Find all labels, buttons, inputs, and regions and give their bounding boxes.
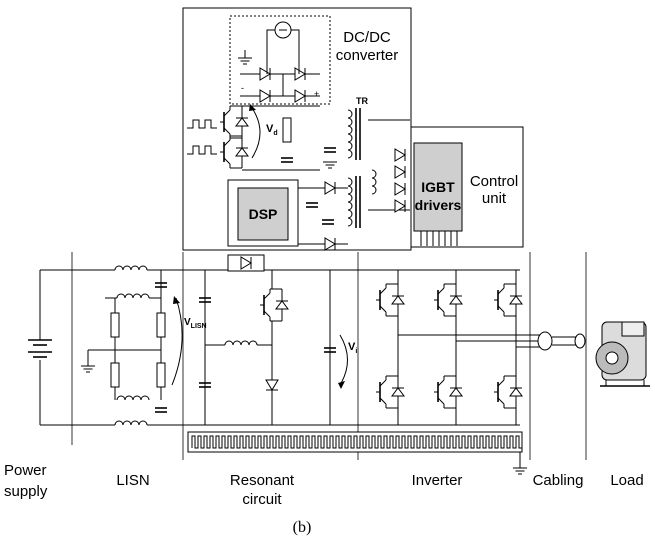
section-label-cabling: Cabling xyxy=(533,472,584,489)
cabling xyxy=(537,331,586,351)
polarity-plus: + xyxy=(314,89,319,99)
section-label-resonant-line2: circuit xyxy=(242,491,282,508)
inverter-circuit xyxy=(375,270,540,425)
section-label-lisn: LISN xyxy=(116,472,149,489)
resonant-circuit: Vi xyxy=(198,254,357,425)
section-label-load: Load xyxy=(610,472,643,489)
dsp-label: DSP xyxy=(249,206,278,222)
section-label-power-line2: supply xyxy=(4,483,48,500)
dcdc-label-line2: converter xyxy=(336,47,399,64)
section-dividers xyxy=(71,252,587,460)
vlisn-label: VLISN xyxy=(184,317,207,330)
lisn-circuit: VLISN xyxy=(80,265,520,426)
heat-sink xyxy=(187,431,528,475)
igbt-label-line2: drivers xyxy=(415,197,462,213)
vd-label: Vd xyxy=(266,123,278,137)
section-label-resonant-line1: Resonant xyxy=(230,472,295,489)
section-labels: Power supply LISN Resonant circuit Inver… xyxy=(4,462,644,508)
igbt-label-line1: IGBT xyxy=(421,179,455,195)
vi-label: Vi xyxy=(348,341,357,355)
dcdc-label-line1: DC/DC xyxy=(343,29,391,46)
figure-caption: (b) xyxy=(293,519,312,536)
control-label-line1: Control xyxy=(470,173,518,190)
transformer-label: TR xyxy=(356,96,368,106)
polarity-minus: - xyxy=(241,83,244,93)
control-label-line2: unit xyxy=(482,190,507,207)
section-label-power-line1: Power xyxy=(4,462,47,479)
section-label-inverter: Inverter xyxy=(412,472,463,489)
power-supply-circuit xyxy=(28,269,115,426)
motor-load xyxy=(595,321,650,387)
control-unit-block: Control unit IGBT drivers xyxy=(371,126,524,248)
dcdc-converter-block: - + DC/DC converter Vd TR DSP xyxy=(182,7,412,251)
driver-output-arrows xyxy=(420,231,458,246)
